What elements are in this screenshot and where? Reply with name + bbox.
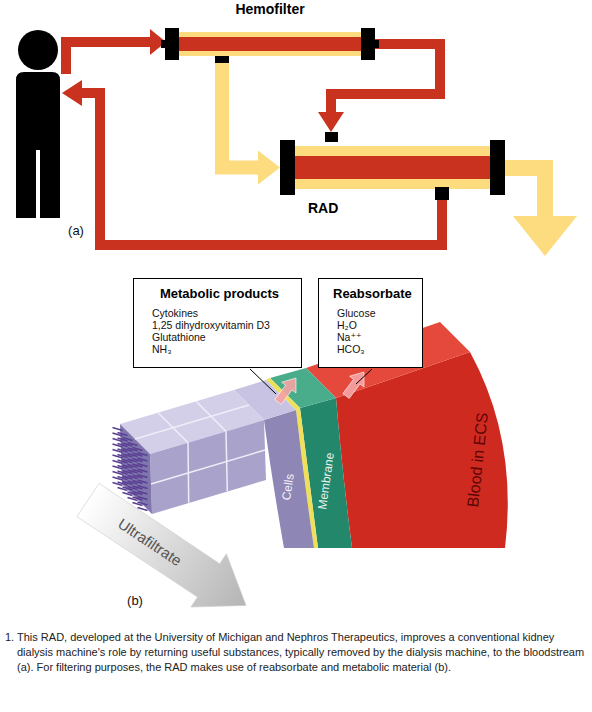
device-name: RAD (308, 200, 533, 216)
cell-blocks (120, 390, 266, 514)
box-heading: Reabsorbate (333, 286, 412, 301)
device-outline (280, 140, 505, 195)
flow-label: Ultrafiltrate (115, 515, 185, 569)
blood-port (161, 40, 166, 48)
waste-line (505, 168, 545, 218)
substance-item: H₂O (333, 319, 412, 331)
patient-head (18, 30, 58, 70)
cell-borders (135, 401, 265, 502)
cell-layer (264, 410, 314, 548)
filtrate-port (215, 56, 229, 63)
end-cap (280, 140, 295, 195)
layer-label: Membrane (315, 452, 337, 511)
flow-connector (222, 60, 258, 168)
blood-port (325, 132, 338, 142)
microvilli-strokes (113, 428, 148, 511)
device-name: Hemofilter (165, 1, 375, 17)
substance-item: Na⁺⁺ (333, 331, 412, 343)
box-heading: Metabolic products (148, 286, 291, 301)
layer-label: Blood in ECS (464, 412, 492, 509)
blood-port (435, 187, 449, 200)
waste-arrowhead (513, 216, 577, 256)
blood-arrowhead (150, 29, 166, 55)
hemofilter-unit: Hemofilter (165, 28, 375, 60)
figure-caption: 1. This RAD, developed at the University… (5, 630, 585, 675)
blood-layer (336, 352, 508, 548)
substance-item: Cytokines (148, 307, 291, 319)
substance-item: Glucose (333, 307, 412, 319)
end-cap (361, 28, 375, 60)
transport-arrow (343, 372, 364, 398)
end-cap (490, 140, 505, 195)
device-housing (294, 146, 491, 189)
substance-item: 1,25 dihydroxyvitamin D3 (148, 319, 291, 331)
substance-item: HCO₃ (333, 343, 412, 355)
blood-port (374, 40, 379, 48)
end-cap (165, 28, 179, 60)
blood-channel (178, 37, 362, 51)
substance-item: NH₃ (148, 343, 291, 355)
microvilli (113, 428, 148, 511)
caption-area: 1. This RAD, developed at the University… (5, 630, 585, 675)
leader-line (250, 369, 372, 394)
panel-letter: (a) (68, 223, 84, 238)
substance-box: Metabolic productsCytokines1,25 dihydrox… (133, 278, 302, 368)
substance-item: Glutathione (148, 331, 291, 343)
blood-arrowhead (62, 80, 82, 106)
blood-channel (294, 156, 491, 179)
filter-housing (178, 32, 362, 56)
blood-line (66, 42, 150, 74)
patient-body (16, 72, 60, 218)
device-outline (165, 28, 375, 60)
layer-label: Cells (279, 473, 297, 501)
patient-figure (16, 30, 60, 218)
substance-box: ReabsorbateGlucoseH₂ONa⁺⁺HCO₃ (318, 278, 423, 368)
panel-letter: (b) (127, 593, 143, 608)
rad-device: RAD (280, 140, 505, 195)
transport-arrow (275, 378, 296, 404)
